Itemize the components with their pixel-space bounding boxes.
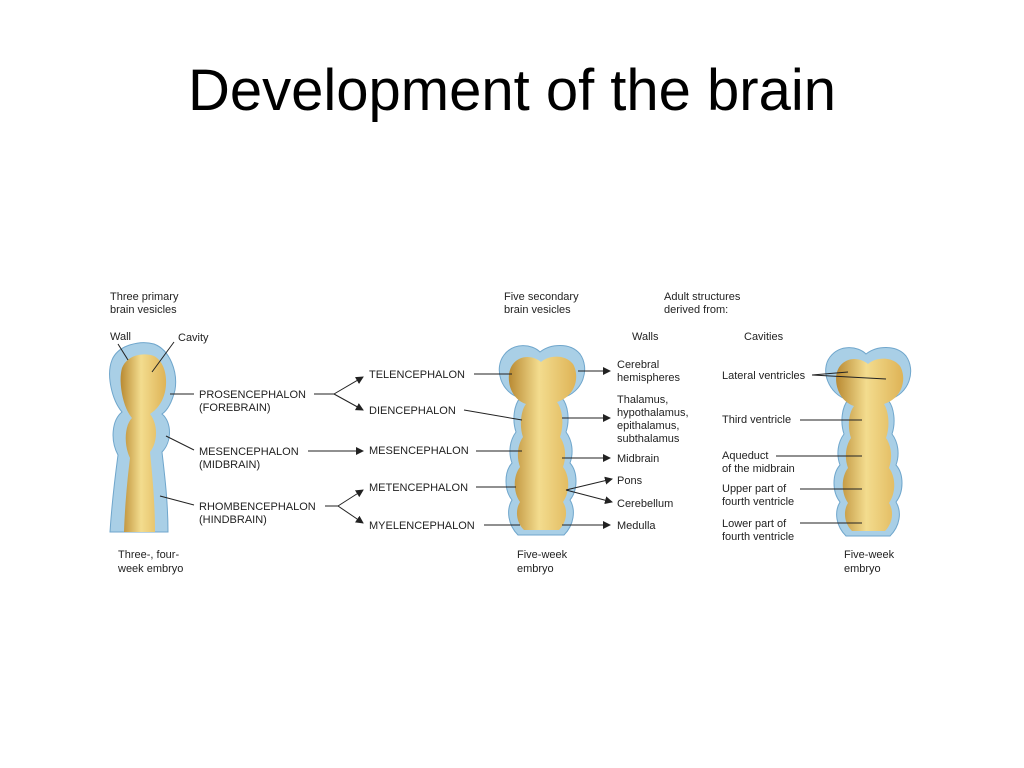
primary-vesicles-heading: Three primary brain vesicles xyxy=(110,291,182,316)
wall-leader-line xyxy=(117,343,129,361)
three-week-embryo-illustration xyxy=(109,342,177,533)
vesicle-rhombencephalon: RHOMBENCEPHALON (HINDBRAIN) xyxy=(199,501,319,526)
cavity-aqueduct: Aqueduct of the midbrain xyxy=(722,450,795,475)
cavity-leader-lines xyxy=(776,371,887,524)
arrow-to-telencephalon xyxy=(333,376,364,395)
cavity-label: Cavity xyxy=(178,332,209,344)
walls-column-header: Walls xyxy=(632,331,659,343)
arrow-to-metencephalon xyxy=(337,489,364,507)
middle-embryo-cavity xyxy=(508,356,577,530)
secondary-myelencephalon: MYELENCEPHALON xyxy=(369,520,475,532)
secondary-vesicles-heading: Five secondary brain vesicles xyxy=(504,291,582,316)
neural-tube-cavity xyxy=(120,354,167,532)
secondary-telencephalon: TELENCEPHALON xyxy=(369,369,465,381)
cavity-leader-line xyxy=(151,341,175,373)
wall-midbrain: Midbrain xyxy=(617,453,659,465)
secondary-mesencephalon: MESENCEPHALON xyxy=(369,445,469,457)
leader-rhombencephalon xyxy=(159,495,195,506)
leader-lateral-ventricle-1 xyxy=(811,371,849,376)
arrow-to-myelencephalon xyxy=(337,505,364,524)
five-week-embryo-illustration xyxy=(498,345,586,536)
wall-label: Wall xyxy=(110,331,131,343)
right-caption: Five-week embryo xyxy=(844,549,897,575)
arrow-cerebellum xyxy=(565,489,613,505)
adult-heading: Adult structures derived from: xyxy=(664,291,743,316)
adult-five-week-embryo-illustration xyxy=(825,347,912,537)
secondary-diencephalon: DIENCEPHALON xyxy=(369,405,456,417)
cavities-column-header: Cavities xyxy=(744,331,784,343)
wall-arrows xyxy=(562,367,613,529)
cavity-upper-fourth-ventricle: Upper part of fourth ventricle xyxy=(722,483,794,508)
right-embryo-cavity xyxy=(836,358,904,531)
middle-caption: Five-week embryo xyxy=(517,549,570,575)
cavity-lateral-ventricles: Lateral ventricles xyxy=(722,370,806,382)
leader-lateral-ventricle-2 xyxy=(811,374,887,380)
secondary-metencephalon: METENCEPHALON xyxy=(369,482,468,494)
wall-medulla: Medulla xyxy=(617,520,656,532)
slide-title: Development of the brain xyxy=(187,58,837,123)
leader-mesencephalon xyxy=(165,435,195,451)
leader-diencephalon xyxy=(463,409,523,421)
wall-cerebral-hemispheres: Cerebral hemispheres xyxy=(617,359,680,384)
wall-pons: Pons xyxy=(617,475,643,487)
arrow-to-diencephalon xyxy=(333,393,364,411)
arrow-pons xyxy=(565,476,613,491)
cavity-lower-fourth-ventricle: Lower part of fourth ventricle xyxy=(722,518,794,543)
left-caption: Three-, four- week embryo xyxy=(117,549,183,575)
wall-cerebellum: Cerebellum xyxy=(617,498,673,510)
cavity-third-ventricle: Third ventricle xyxy=(722,414,791,426)
wall-thalamus: Thalamus, hypothalamus, epithalamus, sub… xyxy=(617,394,692,445)
vesicle-mesencephalon: MESENCEPHALON (MIDBRAIN) xyxy=(199,446,302,471)
connector-arrows xyxy=(308,376,364,524)
vesicle-prosencephalon: PROSENCEPHALON (FOREBRAIN) xyxy=(199,389,309,414)
